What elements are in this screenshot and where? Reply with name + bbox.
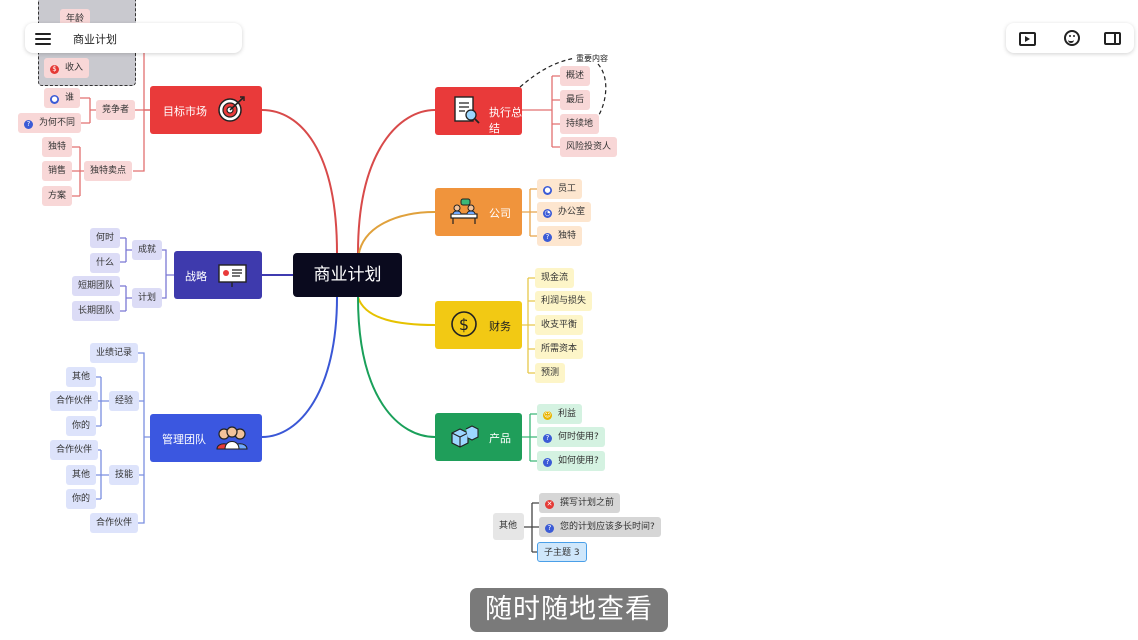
topic-strategy[interactable]: 战略 — [174, 251, 262, 299]
question-icon: ? — [545, 524, 554, 533]
topic-company[interactable]: 公司 — [435, 188, 522, 236]
list-item[interactable]: 什么 — [90, 253, 121, 273]
question-icon: ? — [543, 458, 552, 467]
list-item[interactable]: ?何时使用? — [537, 427, 605, 447]
list-item[interactable]: ☺利益 — [537, 404, 583, 424]
office-meeting-icon — [450, 198, 478, 224]
topic-finance[interactable]: $ 财务 — [435, 301, 522, 349]
list-item[interactable]: 预测 — [535, 363, 566, 383]
subtopic-experience[interactable]: 经验 — [109, 391, 140, 411]
subtopic-competitor[interactable]: 竞争者 — [96, 100, 136, 120]
list-item[interactable]: ●员工 — [537, 179, 583, 199]
presentation-board-icon — [218, 264, 247, 287]
list-item[interactable]: 风险投资人 — [560, 137, 618, 157]
list-item[interactable]: 方案 — [42, 186, 73, 206]
list-item[interactable]: 你的 — [66, 416, 97, 436]
video-caption: 随时随地查看 — [470, 588, 668, 632]
title-bar: 商业计划 — [25, 23, 242, 53]
dollar-coin-icon: $ — [451, 311, 477, 337]
subtopic-partner[interactable]: 合作伙伴 — [90, 513, 139, 533]
topic-product[interactable]: 产品 — [435, 413, 522, 461]
list-item[interactable]: $收入 — [44, 58, 90, 78]
question-icon: ? — [24, 120, 33, 129]
question-icon: ? — [543, 434, 552, 443]
list-item[interactable]: ?如何使用? — [537, 451, 605, 471]
team-people-icon — [216, 426, 248, 450]
subtopic-usp[interactable]: 独特卖点 — [84, 161, 133, 181]
list-item[interactable]: 销售 — [42, 161, 73, 181]
list-item[interactable]: 收支平衡 — [535, 315, 584, 335]
pie-icon: ◔ — [543, 209, 552, 218]
list-item[interactable]: 合作伙伴 — [50, 391, 99, 411]
toolbar — [1006, 23, 1134, 53]
list-item[interactable]: 现金流 — [535, 268, 575, 288]
list-item[interactable]: 其他 — [66, 367, 97, 387]
subtopic-track-record[interactable]: 业绩记录 — [90, 343, 139, 363]
subtopic-plan[interactable]: 计划 — [132, 288, 163, 308]
list-item[interactable]: ?您的计划应该多长时间? — [539, 517, 661, 537]
topic-executive-summary[interactable]: 执行总结 — [435, 87, 522, 135]
list-item[interactable]: 长期团队 — [72, 301, 121, 321]
boxes-icon — [451, 425, 479, 448]
list-item[interactable]: 合作伙伴 — [50, 440, 99, 460]
play-icon[interactable] — [1018, 30, 1036, 46]
person-icon: ● — [543, 186, 552, 195]
list-item[interactable]: 所需资本 — [535, 339, 584, 359]
list-item[interactable]: 你的 — [66, 489, 97, 509]
list-item[interactable]: 最后 — [560, 90, 591, 110]
list-item[interactable]: 持续地 — [560, 114, 600, 134]
list-item[interactable]: 利润与损失 — [535, 291, 593, 311]
document-title[interactable]: 商业计划 — [73, 33, 117, 46]
list-item[interactable]: ◔办公室 — [537, 202, 592, 222]
smiley-face-icon: ☺ — [543, 411, 552, 420]
person-icon: ● — [50, 95, 59, 104]
list-item[interactable]: 概述 — [560, 66, 591, 86]
list-item[interactable]: 独特 — [42, 137, 73, 157]
topic-other[interactable]: 其他 — [493, 513, 524, 540]
list-item[interactable]: 其他 — [66, 465, 97, 485]
hamburger-menu-icon[interactable] — [35, 30, 51, 46]
list-item[interactable]: 短期团队 — [72, 276, 121, 296]
list-item[interactable]: ●谁 — [44, 88, 81, 108]
list-item[interactable]: ✕撰写计划之前 — [539, 493, 621, 513]
target-icon — [218, 96, 245, 122]
list-item[interactable]: ?独特 — [537, 226, 583, 246]
document-search-icon — [454, 96, 480, 124]
subtopic-achievement[interactable]: 成就 — [132, 240, 163, 260]
question-icon: ? — [543, 233, 552, 242]
close-circle-icon: ✕ — [545, 500, 554, 509]
central-topic[interactable]: 商业计划 — [293, 253, 402, 297]
smiley-icon[interactable] — [1063, 30, 1081, 46]
topic-target-market[interactable]: 目标市场 — [150, 86, 262, 134]
subtopic-3-selected[interactable]: 子主题 3 — [537, 542, 587, 562]
money-icon: $ — [50, 65, 59, 74]
annotation-label: 重要内容 — [576, 54, 608, 63]
subtopic-skills[interactable]: 技能 — [109, 465, 140, 485]
topic-management-team[interactable]: 管理团队 — [150, 414, 262, 462]
list-item[interactable]: 何时 — [90, 228, 121, 248]
panel-icon[interactable] — [1104, 30, 1122, 46]
list-item[interactable]: ?为何不同 — [18, 113, 82, 133]
svg-text:$: $ — [459, 315, 469, 334]
